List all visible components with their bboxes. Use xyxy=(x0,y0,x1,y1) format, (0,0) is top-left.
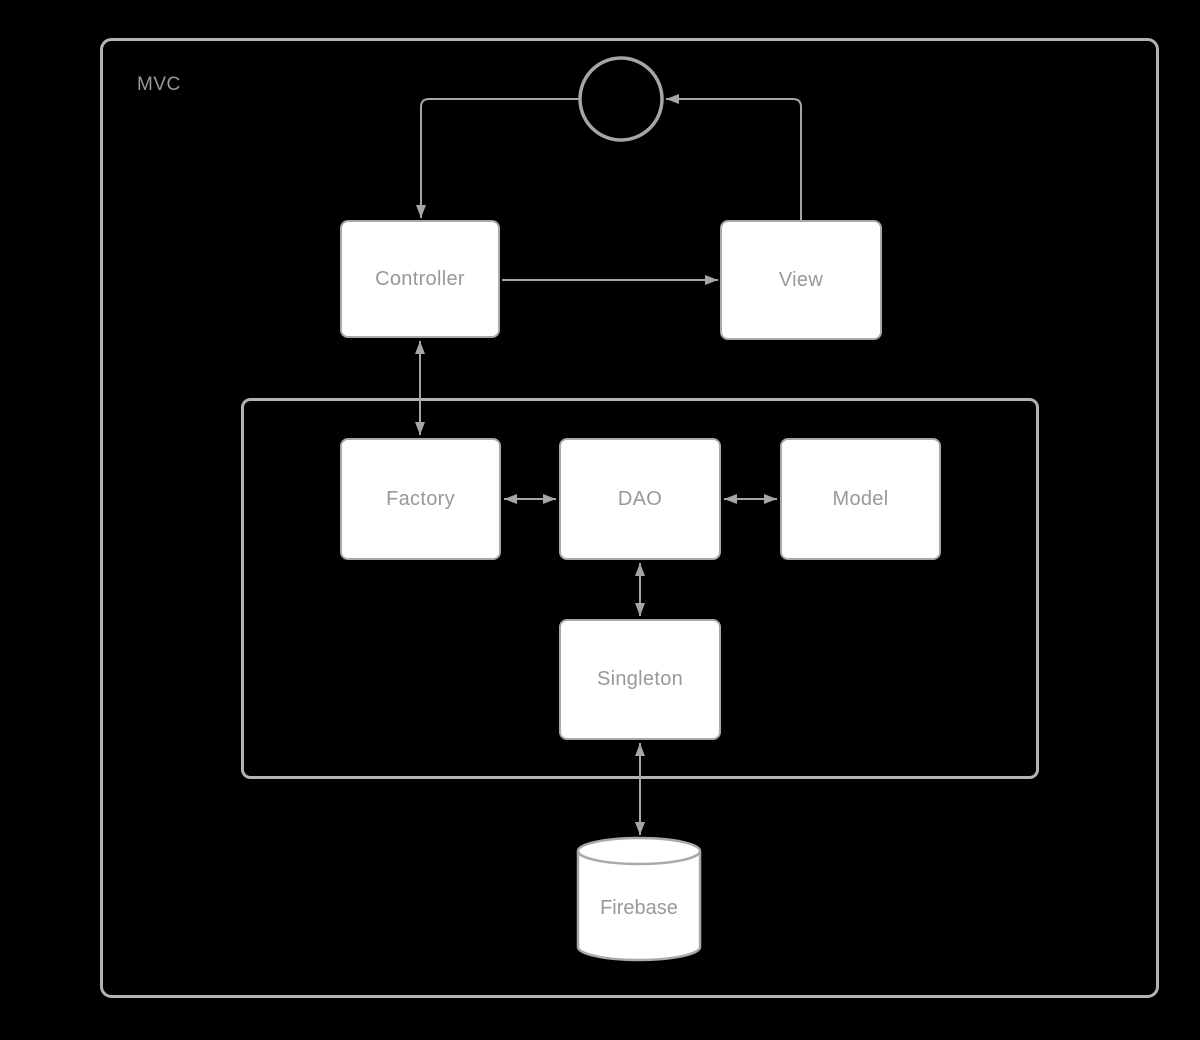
node-model-label: Model xyxy=(832,487,889,510)
edge-circle-to-controller xyxy=(416,98,580,218)
group-label-mvc: MVC xyxy=(137,74,181,95)
node-model: Model xyxy=(780,438,941,560)
node-dao: DAO xyxy=(559,438,721,560)
node-singleton-label: Singleton xyxy=(596,668,684,690)
node-view-label: View xyxy=(778,268,824,291)
actor-circle xyxy=(578,56,664,142)
firebase-cylinder-body xyxy=(576,851,702,962)
edge-view-to-circle xyxy=(666,94,802,220)
node-singleton: Singleton xyxy=(559,619,721,740)
node-factory-label: Factory xyxy=(386,487,455,510)
node-view: View xyxy=(720,220,882,340)
node-firebase-label: Firebase xyxy=(600,897,678,919)
node-controller-label: Controller xyxy=(375,267,465,290)
node-dao-label: DAO xyxy=(617,487,663,510)
node-factory: Factory xyxy=(340,438,501,560)
firebase-cylinder-top xyxy=(576,836,702,866)
mvc-group-frame xyxy=(100,38,1159,998)
node-controller: Controller xyxy=(340,220,500,338)
